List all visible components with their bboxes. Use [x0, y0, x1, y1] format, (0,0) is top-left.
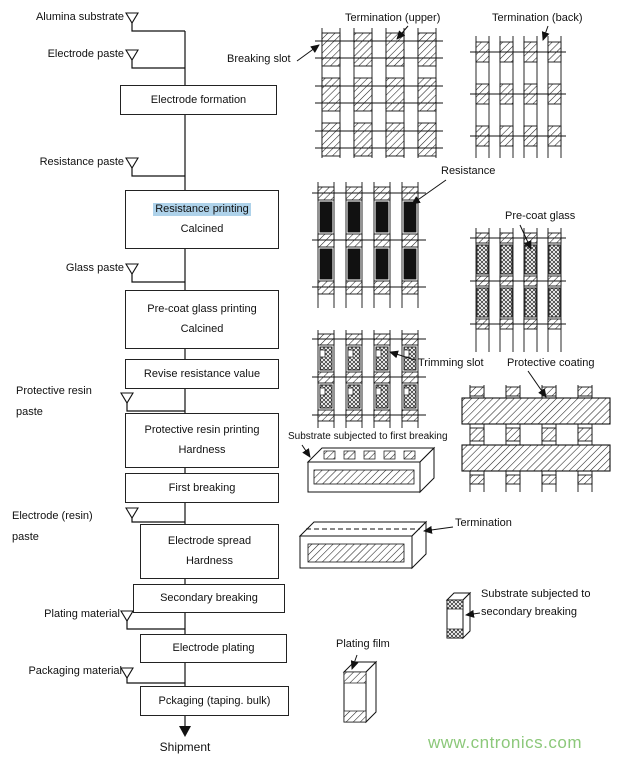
step-revise-resistance-value: Revise resistance value — [125, 359, 279, 389]
illustration-secondary-breaking-chip — [445, 591, 481, 640]
illustration-pre-coat-glass-grid — [470, 228, 566, 352]
input-label-electrode-paste: Electrode paste — [47, 48, 124, 60]
shipment-label: Shipment — [159, 740, 211, 754]
input-funnel-icon — [120, 12, 139, 680]
annotation-resistance: Resistance — [441, 165, 496, 177]
illustration-trimming-slot-grid — [312, 330, 426, 428]
step-label-highlighted: Resistance printing — [153, 203, 251, 216]
step-label: Protective resin printing — [144, 424, 260, 436]
illustration-protective-coating-grid — [461, 385, 611, 492]
input-label-packaging-material: Packaging material — [28, 665, 122, 677]
step-pre-coat-glass-printing: Pre-coat glass printing Calcined — [125, 290, 279, 349]
annotation-breaking-slot: Breaking slot — [227, 53, 291, 65]
step-label: Pre-coat glass printing — [147, 303, 257, 315]
input-label-alumina-substrate: Alumina substrate — [35, 11, 124, 23]
illustration-resistance-grid — [312, 182, 426, 308]
annotation-substrate-first-breaking: Substrate subjected to first breaking — [288, 431, 448, 442]
step-protective-resin-printing: Protective resin printing Hardness — [125, 413, 279, 468]
step-label: Electrode formation — [150, 93, 247, 106]
annotation-trimming-slot: Trimming slot — [418, 357, 484, 369]
input-label-electrode-resin-paste: Electrode (resin) paste — [12, 510, 93, 543]
step-electrode-formation: Electrode formation — [120, 85, 277, 115]
annotation-protective-coating: Protective coating — [507, 357, 595, 369]
step-label: Revise resistance value — [143, 367, 261, 380]
step-resistance-printing: Resistance printing Calcined — [125, 190, 279, 249]
annotation-pre-coat-glass: Pre-coat glass — [505, 210, 576, 222]
step-secondary-breaking: Secondary breaking — [133, 584, 285, 613]
input-label-glass-paste: Glass paste — [65, 262, 124, 274]
illustration-termination-back-grid — [470, 36, 566, 158]
illustration-plating-film-chip — [342, 654, 378, 724]
input-label-resistance-paste: Resistance paste — [39, 156, 124, 168]
step-label: Calcined — [180, 323, 224, 335]
watermark: www.cntronics.com — [428, 733, 582, 752]
illustration-termination-substrate — [298, 520, 454, 570]
step-label: Secondary breaking — [160, 592, 258, 604]
annotation-termination-back: Termination (back) — [492, 12, 583, 24]
illustration-termination-upper-grid — [315, 28, 443, 158]
step-label: Hardness — [178, 444, 226, 456]
step-first-breaking: First breaking — [125, 473, 279, 503]
step-label: Pckaging (taping. bulk) — [158, 694, 271, 707]
step-label: Electrode spread — [167, 535, 252, 547]
step-label: Electrode plating — [172, 642, 255, 654]
annotation-termination-upper: Termination (upper) — [345, 12, 441, 24]
illustration-first-breaking-substrate — [301, 444, 436, 494]
step-electrode-spread: Electrode spread Hardness — [140, 524, 279, 579]
step-electrode-plating: Electrode plating — [140, 634, 287, 663]
step-label: Calcined — [180, 223, 224, 235]
annotation-arrows — [296, 25, 550, 398]
shipment-arrowhead-icon — [179, 726, 191, 737]
step-packaging: Pckaging (taping. bulk) — [140, 686, 289, 716]
annotation-substrate-secondary-breaking: Substrate subjected to secondary breakin… — [481, 588, 591, 618]
annotation-plating-film: Plating film — [336, 638, 390, 650]
input-label-plating-material: Plating material — [44, 608, 120, 620]
annotation-termination: Termination — [455, 517, 512, 529]
step-label: First breaking — [168, 481, 236, 494]
input-label-protective-resin-paste: Protective resin paste — [16, 385, 92, 418]
step-label: Hardness — [185, 555, 234, 567]
